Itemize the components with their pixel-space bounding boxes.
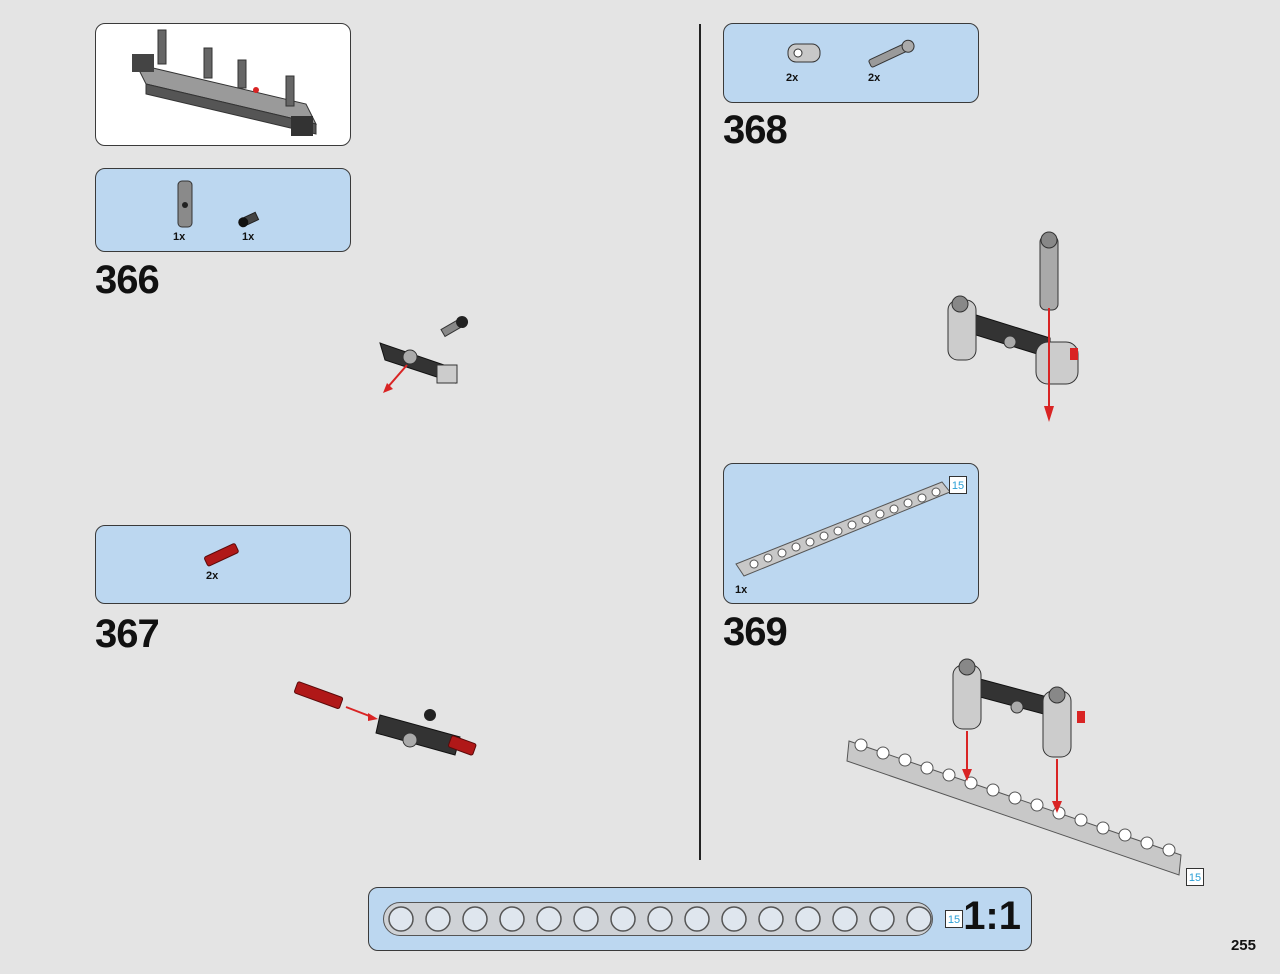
step-368-parts-illustration <box>787 39 915 68</box>
part-quantity: 1x <box>735 584 748 596</box>
step-number: 369 <box>723 610 788 654</box>
step-number: 368 <box>723 108 788 152</box>
beam-length-badge: 15 <box>949 476 967 494</box>
step-367-illustration <box>294 681 477 756</box>
part-quantity: 1x <box>242 231 255 243</box>
part-quantity: 2x <box>206 570 219 582</box>
step-number: 367 <box>95 612 160 656</box>
step-369-parts-callout: 1x 15 <box>723 463 979 604</box>
step-369-illustration <box>846 658 1182 876</box>
subassembly-callout <box>95 23 351 146</box>
model-beam-length-badge: 15 <box>1186 868 1204 886</box>
scale-ruler: 15 1:1 <box>368 887 1032 951</box>
step-366-illustration <box>379 316 469 393</box>
part-quantity: 2x <box>868 72 881 84</box>
step-366-parts-callout: 1x 1x <box>95 168 351 252</box>
scale-label: 1:1 <box>963 894 1021 938</box>
step-368-illustration <box>947 231 1079 422</box>
part-quantity: 2x <box>786 72 799 84</box>
column-divider <box>699 24 701 860</box>
step-367-parts-illustration <box>204 543 239 567</box>
step-366-parts-illustration <box>177 180 260 228</box>
page-number: 255 <box>1230 937 1256 954</box>
subassembly-illustration <box>132 29 317 136</box>
ruler-holes <box>388 906 932 932</box>
part-quantity: 1x <box>173 231 186 243</box>
ruler-length-badge: 15 <box>945 910 963 928</box>
step-368-parts-callout: 2x 2x <box>723 23 979 103</box>
step-367-parts-callout: 2x <box>95 525 351 604</box>
step-number: 366 <box>95 258 160 302</box>
step-369-parts-illustration <box>735 481 951 577</box>
ruler-beam <box>383 902 933 936</box>
